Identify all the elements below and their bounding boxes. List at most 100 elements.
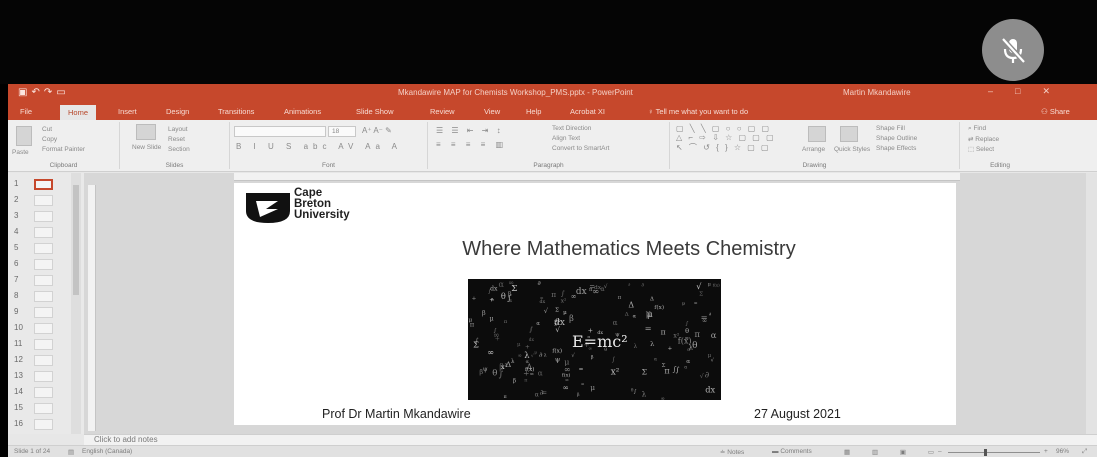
- copy-button[interactable]: Copy: [42, 136, 58, 143]
- list-buttons[interactable]: ☰ ☰ ⇤ ⇥ ↕: [436, 126, 504, 135]
- tab-review[interactable]: Review: [430, 107, 455, 116]
- tab-view[interactable]: View: [484, 107, 501, 116]
- scrollbar-thumb[interactable]: [73, 185, 79, 295]
- minimize-icon[interactable]: –: [988, 86, 1016, 96]
- view-buttons[interactable]: ▦ ▥ ▣ ▭: [844, 449, 944, 456]
- slide-thumbnail-preview[interactable]: [34, 355, 53, 366]
- alignment-buttons[interactable]: ≡ ≡ ≡ ≡ ▥: [436, 140, 508, 149]
- vertical-scrollbar[interactable]: [1086, 173, 1097, 434]
- spellcheck-icon[interactable]: ▤: [68, 449, 75, 456]
- tab-insert[interactable]: Insert: [118, 107, 137, 116]
- user-name[interactable]: Martin Mkandawire: [843, 88, 911, 97]
- tab-home[interactable]: Home: [60, 105, 97, 120]
- zoom-level[interactable]: 96%: [1056, 448, 1070, 455]
- slide-thumbnail-preview[interactable]: [34, 275, 53, 286]
- slide-thumbnail-preview[interactable]: [34, 179, 53, 190]
- slide-thumbnail-preview[interactable]: [34, 195, 53, 206]
- shape-fill-button[interactable]: Shape Fill: [876, 125, 905, 132]
- presentation-date[interactable]: 27 August 2021: [754, 407, 841, 421]
- language-indicator[interactable]: English (Canada): [82, 448, 133, 455]
- microphone-muted-icon[interactable]: [982, 19, 1044, 81]
- layout-button[interactable]: Layout: [168, 126, 188, 133]
- presenter-name[interactable]: Prof Dr Martin Mkandawire: [322, 407, 471, 421]
- undo-icon[interactable]: ↶: [31, 87, 44, 98]
- new-slide-button[interactable]: New Slide: [132, 144, 162, 151]
- font-style-buttons[interactable]: B I U S abc AV Aa A: [236, 142, 403, 151]
- share-button[interactable]: ⚇ Share: [1041, 107, 1070, 116]
- slide-thumbnail[interactable]: 13: [12, 369, 72, 384]
- font-size-input[interactable]: 18: [328, 126, 356, 137]
- notes-pane[interactable]: Click to add notes: [84, 434, 1097, 445]
- tab-transitions[interactable]: Transitions: [218, 107, 255, 116]
- slide-thumbnail[interactable]: 4: [12, 225, 72, 240]
- text-direction-button[interactable]: Text Direction: [552, 125, 592, 132]
- format-painter-button[interactable]: Format Painter: [42, 146, 85, 153]
- paste-button[interactable]: Paste: [12, 149, 29, 156]
- slide-thumbnail-preview[interactable]: [34, 227, 53, 238]
- align-text-button[interactable]: Align Text: [552, 135, 581, 142]
- thumbnails-scrollbar[interactable]: [71, 173, 81, 434]
- select-button[interactable]: ⬚ Select: [968, 146, 995, 153]
- slide-thumbnail[interactable]: 16: [12, 417, 72, 432]
- slide-thumbnail-preview[interactable]: [34, 339, 53, 350]
- quick-styles-icon[interactable]: [840, 126, 858, 142]
- shape-outline-button[interactable]: Shape Outline: [876, 135, 918, 142]
- slide-thumbnail-preview[interactable]: [34, 243, 53, 254]
- tab-animations[interactable]: Animations: [284, 107, 322, 116]
- convert-smartart-button[interactable]: Convert to SmartArt: [552, 145, 610, 152]
- new-slide-icon[interactable]: [136, 124, 156, 140]
- comments-toggle[interactable]: ▬ Comments: [772, 448, 812, 455]
- tab-acrobat[interactable]: Acrobat XI: [570, 107, 606, 116]
- tab-help[interactable]: Help: [526, 107, 542, 116]
- zoom-slider[interactable]: [948, 452, 1040, 453]
- slide-thumbnail[interactable]: 11: [12, 337, 72, 352]
- tell-me-search[interactable]: ♀ Tell me what you want to do: [648, 107, 749, 116]
- start-from-beginning-icon[interactable]: ▭: [56, 87, 70, 98]
- slide-thumbnail[interactable]: 14: [12, 385, 72, 400]
- zoom-out-icon[interactable]: –: [938, 448, 942, 455]
- slide-thumbnail-preview[interactable]: [34, 211, 53, 222]
- slide-thumbnail-preview[interactable]: [34, 403, 53, 414]
- slide-thumbnail[interactable]: 15: [12, 401, 72, 416]
- paste-icon[interactable]: [16, 126, 32, 146]
- font-grow-shrink-icons[interactable]: A⁺ A⁻ ✎: [362, 126, 392, 135]
- arrange-button[interactable]: Arrange: [802, 146, 826, 153]
- tab-design[interactable]: Design: [166, 107, 190, 116]
- slide-thumbnail[interactable]: 3: [12, 209, 72, 224]
- slide-thumbnail-preview[interactable]: [34, 387, 53, 398]
- reset-button[interactable]: Reset: [168, 136, 185, 143]
- section-button[interactable]: Section: [168, 146, 190, 153]
- slide-thumbnail-preview[interactable]: [34, 323, 53, 334]
- slide-thumbnail[interactable]: 1: [12, 177, 72, 192]
- notes-toggle[interactable]: ≐ Notes: [720, 449, 745, 456]
- slide-thumbnail[interactable]: 8: [12, 289, 72, 304]
- maximize-icon[interactable]: □: [1015, 86, 1043, 96]
- tab-file[interactable]: File: [20, 107, 33, 116]
- arrange-icon[interactable]: [808, 126, 826, 142]
- close-icon[interactable]: ✕: [1042, 86, 1072, 96]
- slide-thumbnail-preview[interactable]: [34, 419, 53, 430]
- find-button[interactable]: ⌕ Find: [968, 125, 987, 132]
- redo-icon[interactable]: ↷: [43, 87, 57, 98]
- fit-slide-icon[interactable]: ⤢: [1082, 448, 1088, 455]
- slide-thumbnail[interactable]: 6: [12, 257, 72, 272]
- tab-slide-show[interactable]: Slide Show: [356, 107, 394, 116]
- slide-thumbnail[interactable]: 7: [12, 273, 72, 288]
- slide-canvas[interactable]: Cape Breton University Where Mathematics…: [234, 183, 956, 425]
- slide-title[interactable]: Where Mathematics Meets Chemistry: [462, 238, 796, 260]
- slide-thumbnail[interactable]: 5: [12, 241, 72, 256]
- slide-thumbnail[interactable]: 9: [12, 305, 72, 320]
- cut-button[interactable]: Cut: [42, 126, 53, 133]
- slide-thumbnail-preview[interactable]: [34, 307, 53, 318]
- slide-thumbnail[interactable]: 10: [12, 321, 72, 336]
- zoom-in-icon[interactable]: +: [1044, 448, 1048, 455]
- slide-thumbnail-preview[interactable]: [34, 259, 53, 270]
- quick-styles-button[interactable]: Quick Styles: [834, 146, 871, 153]
- font-name-input[interactable]: [234, 126, 326, 137]
- slide-thumbnail[interactable]: 2: [12, 193, 72, 208]
- shape-effects-button[interactable]: Shape Effects: [876, 145, 917, 152]
- slide-thumbnail[interactable]: 12: [12, 353, 72, 368]
- slide-thumbnail-preview[interactable]: [34, 371, 53, 382]
- replace-button[interactable]: ⇄ Replace: [968, 136, 1000, 143]
